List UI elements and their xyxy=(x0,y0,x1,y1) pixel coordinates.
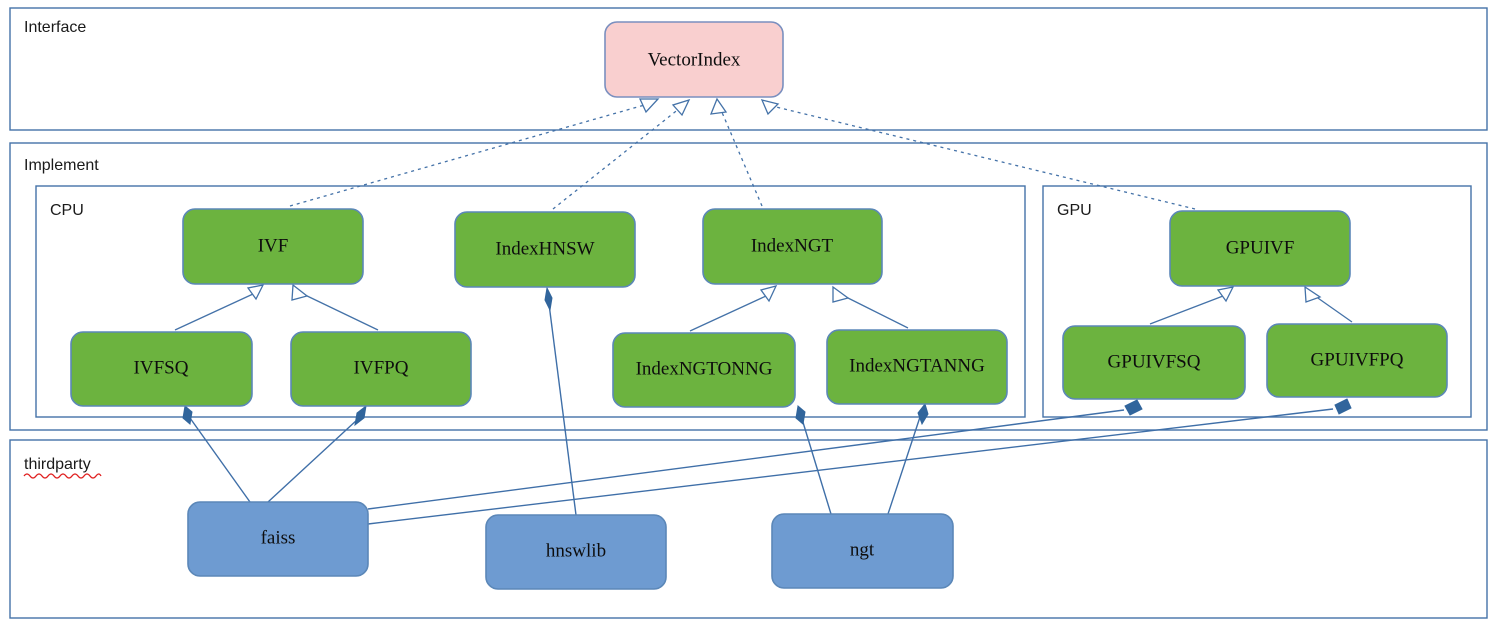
node-indexngt-label: IndexNGT xyxy=(751,235,834,256)
edge-indexngtanng-to-indexngt xyxy=(832,285,909,329)
edge-faiss-to-ivfsq xyxy=(182,405,251,503)
node-ivf-box[interactable] xyxy=(182,208,364,285)
node-faiss-label: faiss xyxy=(261,527,296,548)
node-gpuivf-box[interactable] xyxy=(1169,210,1351,287)
edge-faiss-to-gpuivfsq xyxy=(367,399,1143,510)
hollow-arrow-icon xyxy=(291,283,309,301)
node-indexngtanng[interactable]: IndexNGTANNG xyxy=(826,329,1008,405)
package-cpu-label: CPU xyxy=(50,202,84,219)
node-hnswlib-box[interactable] xyxy=(485,514,667,590)
node-ngt-box[interactable] xyxy=(771,513,954,589)
hollow-arrow-icon xyxy=(1304,285,1322,303)
filled-diamond-icon xyxy=(1124,399,1143,416)
hollow-arrow-icon xyxy=(759,285,778,303)
edge-gpuivf-to-vectorindex xyxy=(760,99,1196,210)
node-ngt[interactable]: ngt xyxy=(771,513,954,589)
node-gpuivfsq-label: GPUIVFSQ xyxy=(1108,351,1201,372)
node-hnswlib[interactable]: hnswlib xyxy=(485,514,667,590)
hollow-arrow-icon xyxy=(638,98,660,114)
node-indexngt[interactable]: IndexNGT xyxy=(702,208,883,285)
edge-ngt-to-indexngtanng xyxy=(887,402,929,515)
node-indexngt-box[interactable] xyxy=(702,208,883,285)
edge-indexhnsw-to-vectorindex xyxy=(552,98,691,210)
edge-hnswlib-to-indexhnsw xyxy=(544,286,577,516)
filled-diamond-icon xyxy=(917,402,929,426)
node-gpuivfsq-box[interactable] xyxy=(1062,325,1246,400)
edge-gpuivfsq-to-gpuivf xyxy=(1149,286,1235,325)
spellcheck-underline-icon xyxy=(23,473,102,479)
node-gpuivfpq[interactable]: GPUIVFPQ xyxy=(1266,323,1448,398)
hollow-arrow-icon xyxy=(1216,286,1235,303)
edge-gpuivfpq-to-gpuivf xyxy=(1304,285,1353,323)
package-gpu-label: GPU xyxy=(1057,202,1092,219)
package-implement-label: Implement xyxy=(24,157,99,174)
node-ivfpq-box[interactable] xyxy=(290,331,472,407)
node-indexhnsw-box[interactable] xyxy=(454,211,636,288)
node-gpuivf[interactable]: GPUIVF xyxy=(1169,210,1351,287)
node-ivfsq-label: IVFSQ xyxy=(134,357,189,378)
node-ivf-label: IVF xyxy=(258,235,289,256)
hollow-arrow-icon xyxy=(709,97,728,115)
node-indexngtonng-box[interactable] xyxy=(612,332,796,408)
node-vectorindex-label: VectorIndex xyxy=(648,49,741,70)
node-vectorindex[interactable]: VectorIndex xyxy=(604,21,784,98)
edge-ivfsq-to-ivf xyxy=(174,284,265,331)
node-indexngtanng-box[interactable] xyxy=(826,329,1008,405)
node-indexhnsw[interactable]: IndexHNSW xyxy=(454,211,636,288)
filled-diamond-icon xyxy=(544,286,553,312)
hollow-arrow-icon xyxy=(246,284,265,301)
node-indexngtonng[interactable]: IndexNGTONNG xyxy=(612,332,796,408)
filled-diamond-icon xyxy=(1334,398,1352,415)
package-interface-label: Interface xyxy=(24,19,86,36)
edge-ivfpq-to-ivf xyxy=(291,283,379,331)
node-ivfsq-box[interactable] xyxy=(70,331,253,407)
edge-faiss-to-gpuivfpq xyxy=(367,398,1352,525)
hollow-arrow-icon xyxy=(671,98,691,117)
node-indexhnsw-label: IndexHNSW xyxy=(495,238,594,259)
edge-ngt-to-indexngtonng xyxy=(795,405,832,515)
node-ivfsq[interactable]: IVFSQ xyxy=(70,331,253,407)
edge-faiss-to-ivfpq xyxy=(267,404,367,503)
hollow-arrow-icon xyxy=(832,285,850,303)
hollow-arrow-icon xyxy=(760,99,780,116)
node-ivf[interactable]: IVF xyxy=(182,208,364,285)
node-gpuivfsq[interactable]: GPUIVFSQ xyxy=(1062,325,1246,400)
filled-diamond-icon xyxy=(182,405,193,425)
node-gpuivfpq-box[interactable] xyxy=(1266,323,1448,398)
filled-diamond-icon xyxy=(354,404,367,427)
node-gpuivfpq-label: GPUIVFPQ xyxy=(1311,349,1404,370)
edge-ivf-to-vectorindex xyxy=(289,98,660,207)
node-hnswlib-label: hnswlib xyxy=(546,540,606,561)
node-faiss[interactable]: faiss xyxy=(187,501,369,577)
node-gpuivf-label: GPUIVF xyxy=(1226,237,1295,258)
edge-indexngt-to-vectorindex xyxy=(709,97,763,207)
node-indexngtonng-label: IndexNGTONNG xyxy=(636,358,773,379)
node-faiss-box[interactable] xyxy=(187,501,369,577)
node-ngt-label: ngt xyxy=(850,539,875,560)
node-vectorindex-box[interactable] xyxy=(604,21,784,98)
filled-diamond-icon xyxy=(795,405,806,425)
edge-indexngtonng-to-indexngt xyxy=(689,285,778,332)
package-thirdparty-label: thirdparty xyxy=(24,456,91,473)
node-indexngtanng-label: IndexNGTANNG xyxy=(849,355,985,376)
node-ivfpq-label: IVFPQ xyxy=(354,357,409,378)
node-ivfpq[interactable]: IVFPQ xyxy=(290,331,472,407)
